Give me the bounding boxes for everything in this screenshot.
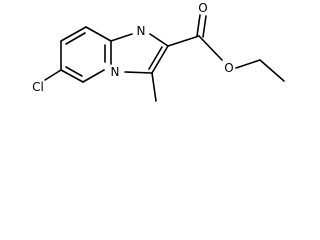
- ester-oxygen-label: O: [224, 61, 233, 75]
- bond-c2-c3: [151, 45, 169, 74]
- bond-c2-c3-inner: [148, 46, 163, 70]
- chlorine-atom-label: Cl: [32, 80, 44, 94]
- bond-c3-methyl: [151, 72, 157, 102]
- bond-c8a-n1: [110, 33, 133, 42]
- bonds: [44, 14, 285, 102]
- bond-c5-n4: [82, 69, 105, 83]
- bond-ch2-ch3: [259, 59, 285, 82]
- bond-carbonyl-o-double-a: [196, 14, 201, 37]
- bond-c6-c5: [60, 69, 84, 83]
- nitrogen-atom-label-bridgehead: N: [111, 65, 120, 79]
- nitrogen-atom-label-top: N: [137, 24, 146, 38]
- bond-c6-c5-inner: [65, 66, 83, 77]
- atom-labels: Cl N N O O: [32, 1, 234, 94]
- bond-c2-carbonyl: [167, 35, 200, 47]
- bond-o-ch2: [235, 59, 261, 69]
- bond-c3-n4: [124, 71, 153, 74]
- bond-carbonyl-o-ester: [198, 35, 223, 61]
- bond-c6-cl: [44, 69, 62, 81]
- molecule-structure-diagram: Cl N N O O: [32, 1, 285, 102]
- bond-c8a-c8: [85, 26, 112, 42]
- bond-c8-c7: [60, 26, 87, 42]
- carbonyl-oxygen-label: O: [198, 1, 207, 15]
- bond-c8-c7-inner: [65, 32, 86, 45]
- bond-carbonyl-o-double-b: [202, 15, 207, 38]
- bond-n1-c2: [149, 33, 169, 47]
